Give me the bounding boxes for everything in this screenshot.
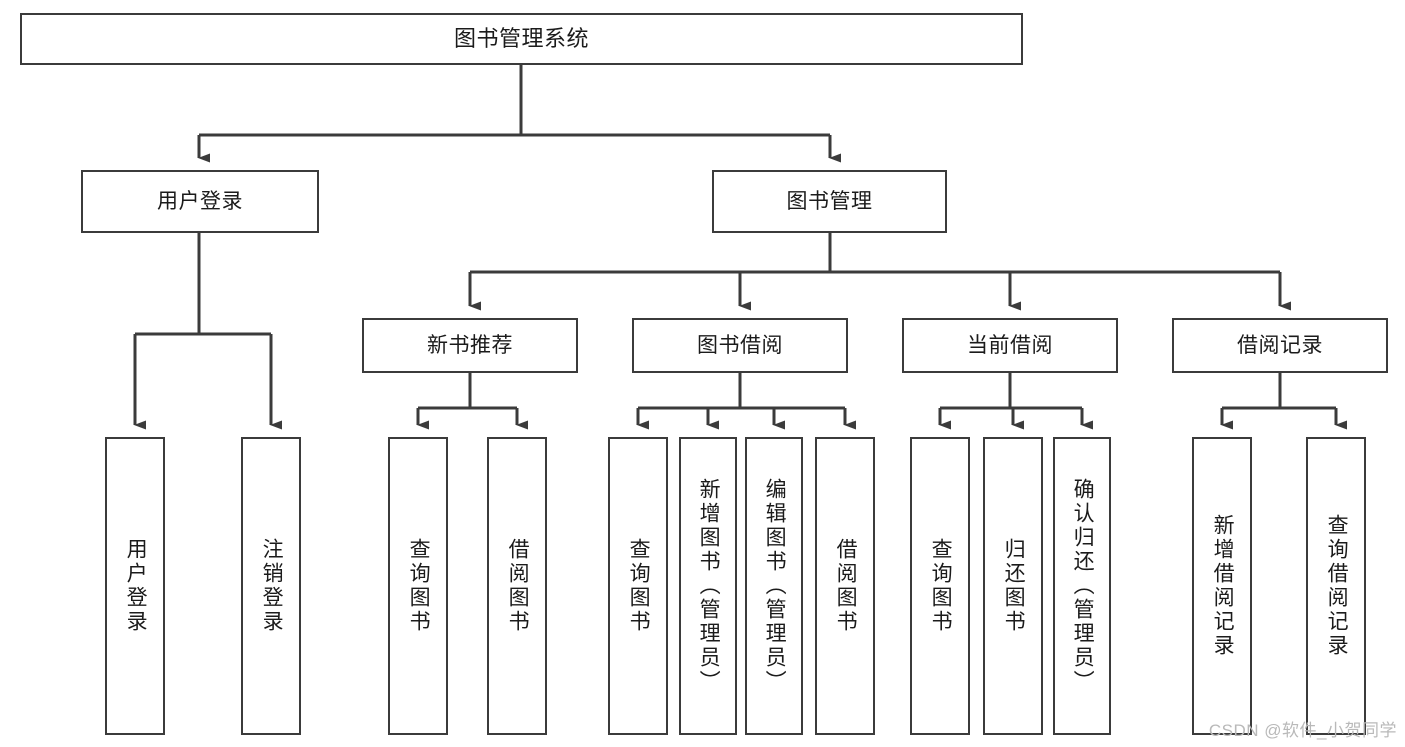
node-root[interactable]: 图书管理系统 <box>20 13 1023 65</box>
node-current-borrow[interactable]: 当前借阅 <box>902 318 1118 373</box>
node-book-borrow-label: 图书借阅 <box>697 333 783 357</box>
node-leaf-borrow-book-1-label: 借阅图书 <box>506 538 530 634</box>
node-leaf-return-book-label: 归还图书 <box>1002 538 1026 634</box>
node-book-borrow[interactable]: 图书借阅 <box>632 318 848 373</box>
node-leaf-add-book[interactable]: 新增图书（管理员） <box>679 437 737 735</box>
node-current-borrow-label: 当前借阅 <box>967 333 1053 357</box>
node-leaf-query-book-3-label: 查询图书 <box>929 538 953 634</box>
node-leaf-return-book[interactable]: 归还图书 <box>983 437 1043 735</box>
node-leaf-edit-book[interactable]: 编辑图书（管理员） <box>745 437 803 735</box>
node-new-book-rec-label: 新书推荐 <box>427 333 513 357</box>
node-book-manage[interactable]: 图书管理 <box>712 170 947 233</box>
node-borrow-record[interactable]: 借阅记录 <box>1172 318 1388 373</box>
node-leaf-confirm-return[interactable]: 确认归还（管理员） <box>1053 437 1111 735</box>
node-leaf-query-record-label: 查询借阅记录 <box>1325 514 1349 658</box>
node-leaf-query-book-1[interactable]: 查询图书 <box>388 437 448 735</box>
node-leaf-borrow-book-2-label: 借阅图书 <box>834 538 858 634</box>
node-book-manage-label: 图书管理 <box>786 189 873 213</box>
node-leaf-query-book-2[interactable]: 查询图书 <box>608 437 668 735</box>
node-leaf-logout-label: 注销登录 <box>260 538 284 634</box>
node-leaf-query-book-2-label: 查询图书 <box>627 538 651 634</box>
node-leaf-borrow-book-1[interactable]: 借阅图书 <box>487 437 547 735</box>
node-leaf-add-record-label: 新增借阅记录 <box>1211 514 1235 658</box>
node-borrow-record-label: 借阅记录 <box>1237 333 1323 357</box>
node-leaf-add-book-label: 新增图书（管理员） <box>697 478 721 694</box>
node-user-login-label: 用户登录 <box>157 189 243 213</box>
node-leaf-borrow-book-2[interactable]: 借阅图书 <box>815 437 875 735</box>
node-leaf-confirm-return-label: 确认归还（管理员） <box>1071 478 1095 694</box>
node-leaf-query-book-1-label: 查询图书 <box>407 538 431 634</box>
node-leaf-add-record[interactable]: 新增借阅记录 <box>1192 437 1252 735</box>
node-leaf-logout[interactable]: 注销登录 <box>241 437 301 735</box>
csdn-watermark: CSDN @软件_小贺同学 <box>1208 721 1397 740</box>
node-leaf-query-record[interactable]: 查询借阅记录 <box>1306 437 1366 735</box>
node-new-book-rec[interactable]: 新书推荐 <box>362 318 578 373</box>
node-root-label: 图书管理系统 <box>453 25 589 51</box>
node-leaf-user-login-label: 用户登录 <box>124 538 148 634</box>
node-user-login[interactable]: 用户登录 <box>81 170 319 233</box>
node-leaf-query-book-3[interactable]: 查询图书 <box>910 437 970 735</box>
node-leaf-edit-book-label: 编辑图书（管理员） <box>763 478 787 694</box>
node-leaf-user-login[interactable]: 用户登录 <box>105 437 165 735</box>
